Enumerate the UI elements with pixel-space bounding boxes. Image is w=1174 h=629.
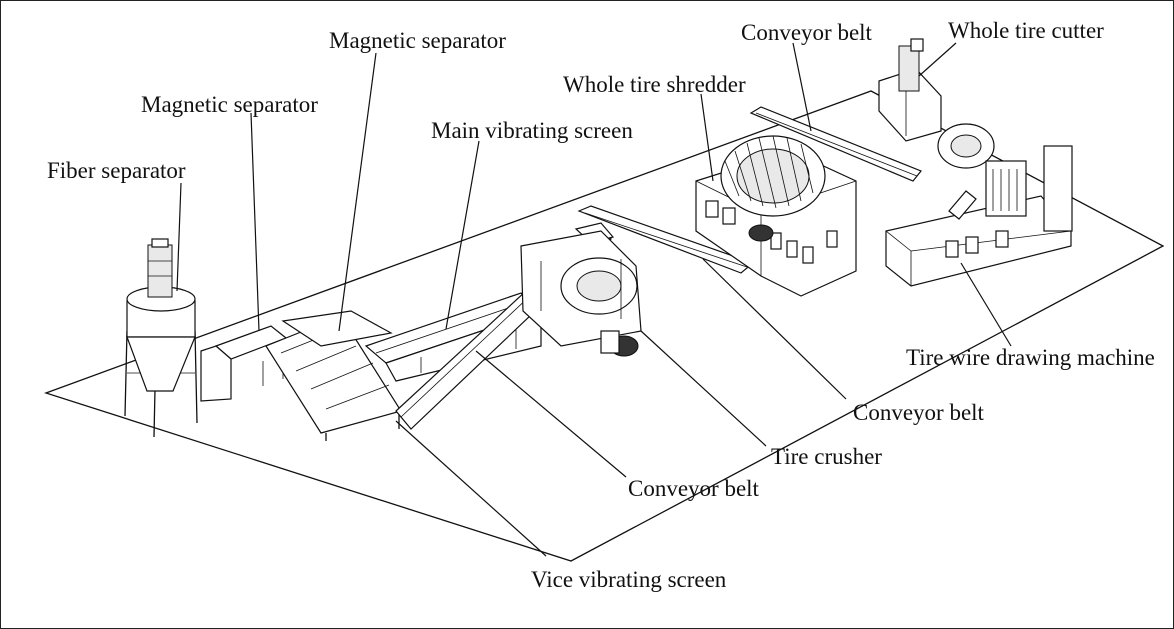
whole-tire-cutter-machine: [878, 38, 995, 169]
floor-platform: [43, 90, 1165, 562]
label-fiber-separator: Fiber separator: [47, 158, 186, 183]
conveyor-belt-top-machine: [749, 106, 922, 182]
label-magnetic-separator-left: Magnetic separator: [141, 92, 318, 117]
label-magnetic-separator-top: Magnetic separator: [329, 28, 506, 53]
label-tire-crusher: Tire crusher: [771, 444, 882, 469]
label-whole-tire-cutter: Whole tire cutter: [948, 18, 1104, 43]
fiber-separator-machine: [124, 238, 198, 438]
label-tire-wire-drawing-machine: Tire wire drawing machine: [906, 345, 1155, 370]
label-conveyor-belt-bottom: Conveyor belt: [628, 476, 759, 501]
label-conveyor-belt-right: Conveyor belt: [853, 400, 984, 425]
magnetic-separator-left-machine: [200, 325, 288, 402]
leader-lines: [176, 42, 1012, 557]
label-whole-tire-shredder: Whole tire shredder: [563, 72, 746, 97]
label-conveyor-belt-top: Conveyor belt: [741, 20, 872, 45]
label-main-vibrating-screen: Main vibrating screen: [431, 118, 633, 143]
whole-tire-shredder-machine: [695, 135, 857, 297]
label-vice-vibrating-screen: Vice vibrating screen: [531, 567, 727, 592]
tire-wire-drawing-machine-machine: [885, 145, 1073, 287]
tire-crusher-machine: [520, 230, 642, 357]
